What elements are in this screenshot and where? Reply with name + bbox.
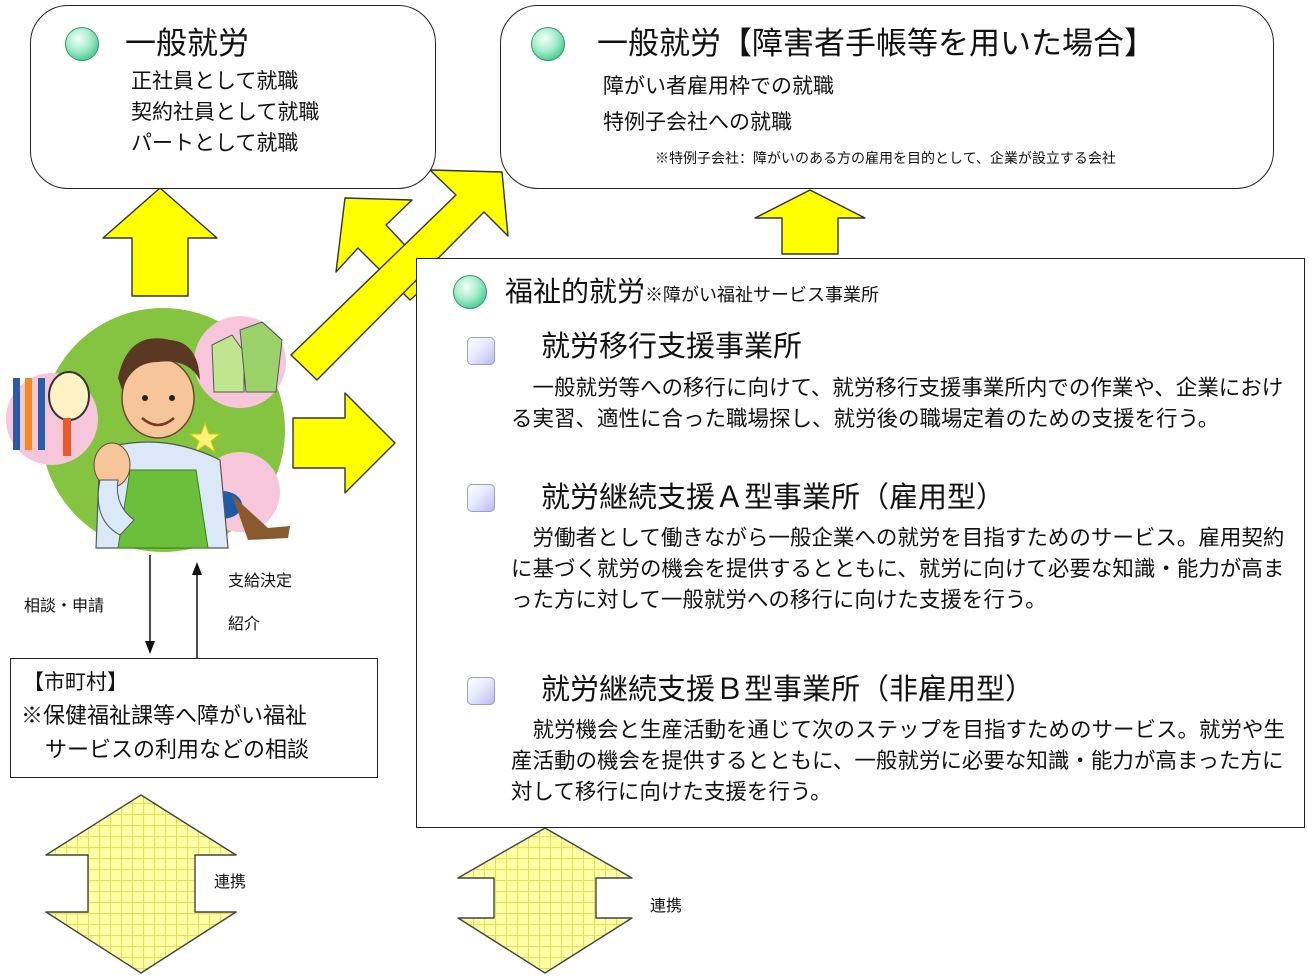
service-3-name: 就労継続支援Ｂ型事業所（非雇用型）	[541, 672, 1035, 706]
welfare-employment-heading: 福祉的就労※障がい福祉サービス事業所	[505, 275, 879, 309]
decision-arrow-up-head	[192, 562, 202, 575]
service-1-desc: 一般就労等への移行に向けて、就労移行支援事業所内での作業や、企業における実習、適…	[511, 376, 1284, 432]
general-employment-box: 一般就労 正社員として就職 契約社員として就職 パートとして就職	[30, 5, 436, 189]
disability-employment-title: 一般就労【障害者手帳等を用いた場合】	[597, 26, 1155, 62]
green-ball-icon	[453, 275, 487, 309]
municipality-title: 【市町村】	[23, 670, 128, 694]
cooperation-arrow-right	[457, 827, 633, 974]
service-2-desc: 労働者として働きながら一般企業への就労を目指すためのサービス。雇用契約に基づく就…	[511, 526, 1285, 613]
list-item: パートとして就職	[131, 131, 299, 155]
municipality-box: 【市町村】 ※保健福祉課等へ障がい福祉 サービスの利用などの相談	[10, 658, 378, 778]
cooperation-label-right: 連携	[650, 896, 683, 915]
general-employment-title: 一般就労	[125, 26, 249, 62]
list-item: 契約社員として就職	[131, 100, 320, 124]
municipality-line-1: ※保健福祉課等へ障がい福祉	[21, 704, 308, 729]
worker-illustration	[6, 308, 290, 552]
disability-employment-box: 一般就労【障害者手帳等を用いた場合】 障がい者雇用枠での就職 特例子会社への就職…	[500, 5, 1274, 189]
consult-label: 相談・申請	[24, 596, 105, 615]
decision-label: 支給決定	[228, 571, 293, 590]
section-bullet-icon	[467, 484, 495, 512]
service-2-name: 就労継続支援Ａ型事業所（雇用型）	[541, 480, 1006, 514]
general-employment-list: 正社員として就職 契約社員として就職 パートとして就職	[131, 66, 319, 159]
list-item: 障がい者雇用枠での就職	[603, 74, 834, 98]
service-3-desc: 就労機会と生産活動を通じて次のステップを目指すためのサービス。就労や生産活動の機…	[511, 718, 1286, 805]
green-ball-icon	[65, 27, 99, 61]
disability-employment-list: 障がい者雇用枠での就職 特例子会社への就職	[603, 68, 834, 140]
welfare-employment-box: 福祉的就労※障がい福祉サービス事業所 就労移行支援事業所 一般就労等への移行に向…	[416, 258, 1305, 828]
list-item: 特例子会社への就職	[603, 110, 792, 134]
arrow-up-disability	[754, 189, 866, 255]
welfare-employment-note: ※障がい福祉サービス事業所	[645, 285, 880, 306]
arrow-up-general	[102, 187, 218, 297]
cooperation-arrow-left	[45, 794, 237, 974]
introduce-label: 紹介	[228, 614, 261, 633]
cooperation-label-left: 連携	[214, 872, 247, 891]
welfare-employment-title: 福祉的就労	[505, 275, 646, 308]
special-subsidiary-note: ※特例子会社：障がいのある方の雇用を目的として、企業が設立する会社	[655, 151, 1116, 167]
service-1-name: 就労移行支援事業所	[541, 329, 803, 363]
list-item: 正社員として就職	[131, 69, 299, 93]
section-bullet-icon	[467, 337, 495, 365]
arrow-diag-up-right	[290, 169, 509, 381]
arrow-right-welfare	[292, 392, 396, 494]
municipality-line-2: サービスの利用などの相談	[45, 738, 310, 763]
consult-arrow-down-head	[145, 641, 155, 654]
section-bullet-icon	[467, 677, 495, 705]
green-ball-icon	[531, 27, 565, 61]
